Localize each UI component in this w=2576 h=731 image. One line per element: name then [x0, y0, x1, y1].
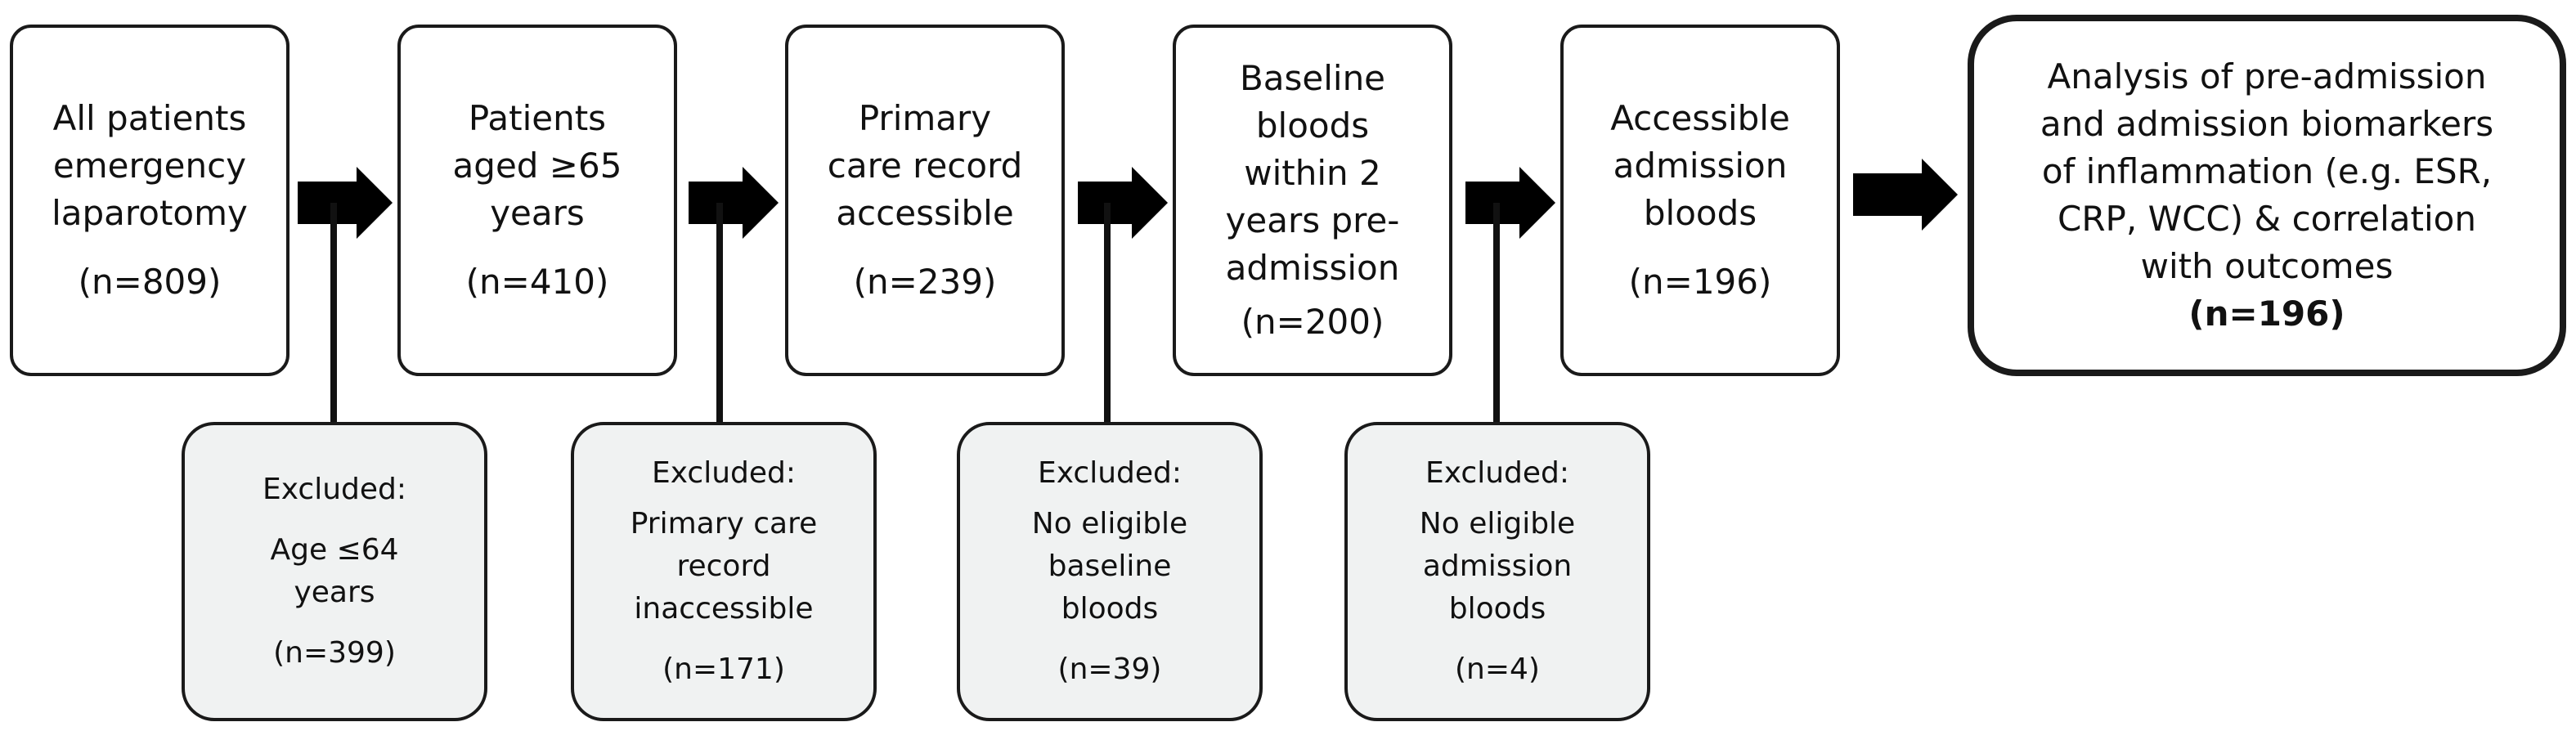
arrow-4-icon: [1465, 167, 1555, 239]
stage-text: Patients aged ≥65 years: [452, 98, 622, 233]
connector-line-4: [1493, 203, 1500, 427]
stage-box-primary-care: Primary care record accessible (n=239): [785, 25, 1065, 376]
exclusion-heading: Excluded:: [262, 473, 406, 506]
final-analysis-count: (n=196): [2188, 294, 2345, 334]
exclusion-box-record: Excluded: Primary care record inaccessib…: [571, 422, 877, 721]
stage-count: (n=809): [78, 262, 222, 302]
stage-text: Baseline bloods within 2 years pre- admi…: [1225, 58, 1400, 288]
stage-box-aged-65: Patients aged ≥65 years (n=410): [397, 25, 677, 376]
final-analysis-text: Analysis of pre-admission and admission …: [2040, 56, 2494, 286]
connector-line-1: [330, 203, 337, 427]
exclusion-count: (n=171): [662, 653, 785, 686]
exclusion-heading: Excluded:: [651, 456, 796, 490]
exclusion-reason: Age ≤64 years: [270, 533, 399, 609]
stage-text: Accessible admission bloods: [1610, 98, 1790, 233]
exclusion-count: (n=4): [1455, 653, 1540, 686]
stage-box-admission-bloods: Accessible admission bloods (n=196): [1560, 25, 1840, 376]
exclusion-box-admission: Excluded: No eligible admission bloods (…: [1344, 422, 1650, 721]
exclusion-reason: No eligible baseline bloods: [1031, 507, 1188, 626]
exclusion-reason: No eligible admission bloods: [1419, 507, 1576, 626]
arrow-3-icon: [1078, 167, 1168, 239]
stage-count: (n=196): [1628, 262, 1772, 302]
connector-line-2: [716, 203, 723, 427]
exclusion-count: (n=399): [273, 636, 396, 670]
exclusion-box-baseline: Excluded: No eligible baseline bloods (n…: [957, 422, 1263, 721]
exclusion-box-age: Excluded: Age ≤64 years (n=399): [182, 422, 487, 721]
arrow-2-icon: [689, 167, 779, 239]
exclusion-count: (n=39): [1057, 653, 1162, 686]
stage-count: (n=239): [853, 262, 997, 302]
connector-line-3: [1104, 203, 1111, 427]
stage-text: All patients emergency laparotomy: [52, 98, 248, 233]
stage-text: Primary care record accessible: [827, 98, 1023, 233]
exclusion-reason: Primary care record inaccessible: [630, 507, 818, 626]
stage-count: (n=410): [465, 262, 609, 302]
final-analysis-box: Analysis of pre-admission and admission …: [1968, 15, 2566, 376]
exclusion-heading: Excluded:: [1425, 456, 1569, 490]
stage-box-all-patients: All patients emergency laparotomy (n=809…: [10, 25, 289, 376]
exclusion-heading: Excluded:: [1037, 456, 1182, 490]
stage-count: (n=200): [1241, 302, 1384, 342]
arrow-1-icon: [298, 167, 393, 239]
stage-box-baseline-bloods: Baseline bloods within 2 years pre- admi…: [1173, 25, 1452, 376]
arrow-5-icon: [1853, 159, 1958, 231]
